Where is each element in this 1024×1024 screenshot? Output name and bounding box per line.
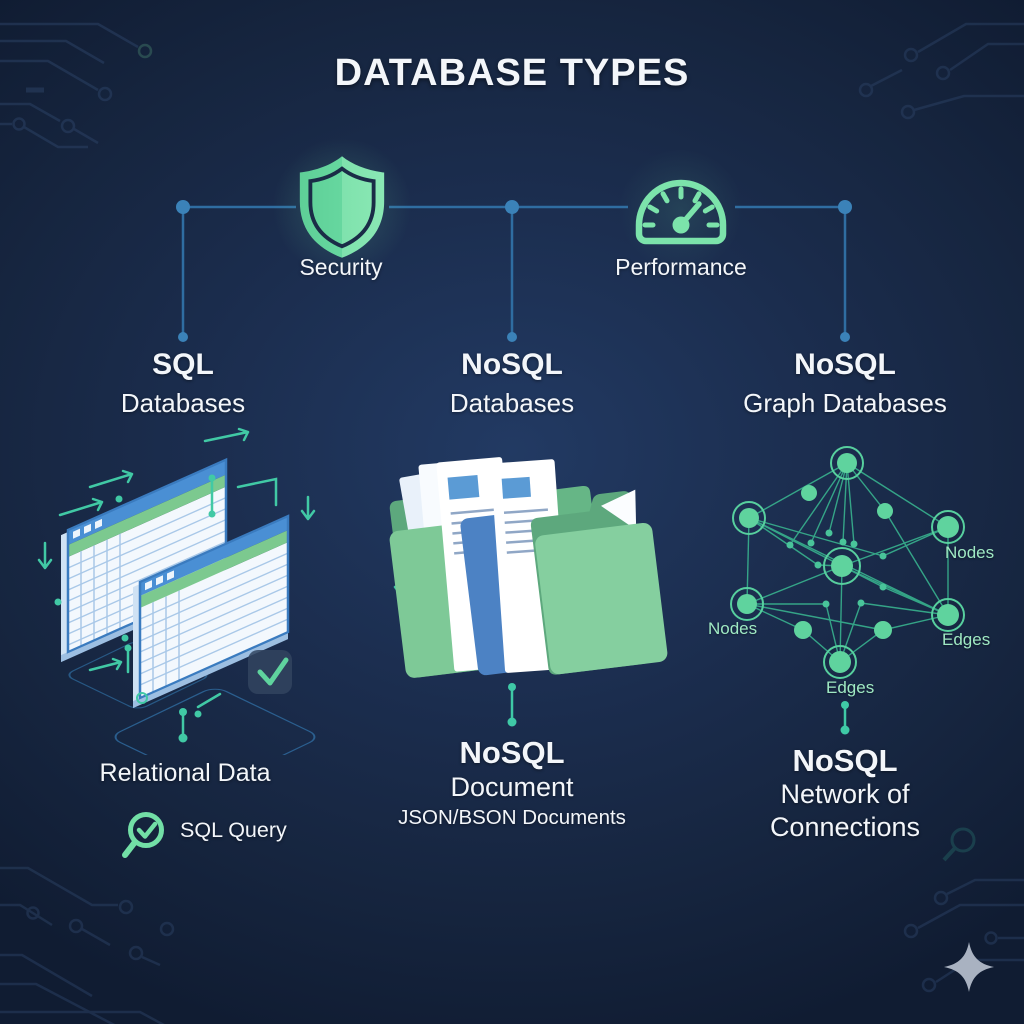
graph-label-edges-right: Edges — [942, 630, 991, 649]
paper-corner — [601, 489, 637, 530]
graph-label-nodes-left: Nodes — [708, 619, 758, 638]
graph-small-dots — [786, 529, 887, 608]
decor-dots — [54, 474, 216, 743]
table-front — [133, 514, 290, 709]
caption-line: JSON/BSON Documents — [398, 806, 626, 829]
end-dot — [178, 332, 188, 342]
search-icon — [122, 812, 164, 858]
gauge-icon — [635, 179, 727, 245]
end-dot — [840, 332, 850, 342]
caption-line: Connections — [769, 812, 921, 842]
heading-line: NoSQL — [794, 348, 896, 381]
caption-line: Network of — [780, 779, 910, 809]
sql-tables-illustration — [37, 427, 316, 755]
connector-lines — [176, 200, 852, 342]
document-folders-illustration — [389, 457, 668, 727]
caption-nosql-document: NoSQL Document JSON/BSON Documents — [362, 736, 662, 832]
circuit-bottom-left — [0, 866, 175, 1024]
graph-nodes — [737, 453, 959, 673]
page-title: DATABASE TYPES — [334, 52, 690, 94]
check-icon — [257, 657, 289, 686]
gauge-glow — [616, 150, 746, 270]
check-badge — [248, 650, 292, 694]
circuit-top-right — [858, 22, 1024, 120]
caption-line: NoSQL — [459, 735, 565, 770]
caption-network-connections: NoSQL Network of Connections — [695, 744, 995, 844]
heading-graph-databases: NoSQL Graph Databases — [705, 348, 985, 418]
heading-line: Databases — [120, 388, 246, 418]
end-dot — [507, 332, 517, 342]
shield-icon — [299, 156, 385, 258]
junction-dot — [838, 200, 852, 214]
graph-bottom-connector — [840, 701, 850, 735]
sql-query-label: SQL Query — [180, 818, 287, 842]
caption-line: Document — [450, 772, 574, 802]
caption-line: NoSQL — [792, 743, 898, 778]
graph-network-illustration — [730, 446, 965, 735]
decor-ring — [136, 692, 148, 704]
heading-nosql-databases: NoSQL Databases — [372, 348, 652, 418]
sparkle-icon — [944, 942, 994, 992]
junction-dot — [176, 200, 190, 214]
node-rings — [730, 446, 965, 679]
platform-outline — [114, 688, 316, 755]
heading-line: NoSQL — [461, 348, 563, 381]
faint-magnifier-icon — [942, 827, 976, 862]
check-icon — [136, 821, 158, 839]
heading-line: SQL — [152, 348, 214, 381]
heading-line: Graph Databases — [743, 388, 947, 418]
caption-relational-data: Relational Data — [99, 759, 271, 787]
folders-group — [389, 457, 668, 678]
decor-arrows — [37, 427, 316, 740]
heading-line: Databases — [449, 388, 575, 418]
graph-label-edges-bottom: Edges — [826, 678, 875, 697]
junction-dot — [505, 200, 519, 214]
circuit-top-left — [0, 22, 153, 149]
feature-label-performance: Performance — [615, 254, 747, 280]
heading-sql-databases: SQL Databases — [43, 348, 323, 418]
feature-label-security: Security — [299, 254, 383, 280]
graph-label-nodes-right: Nodes — [945, 543, 995, 562]
folder-green-front-right — [535, 522, 668, 675]
